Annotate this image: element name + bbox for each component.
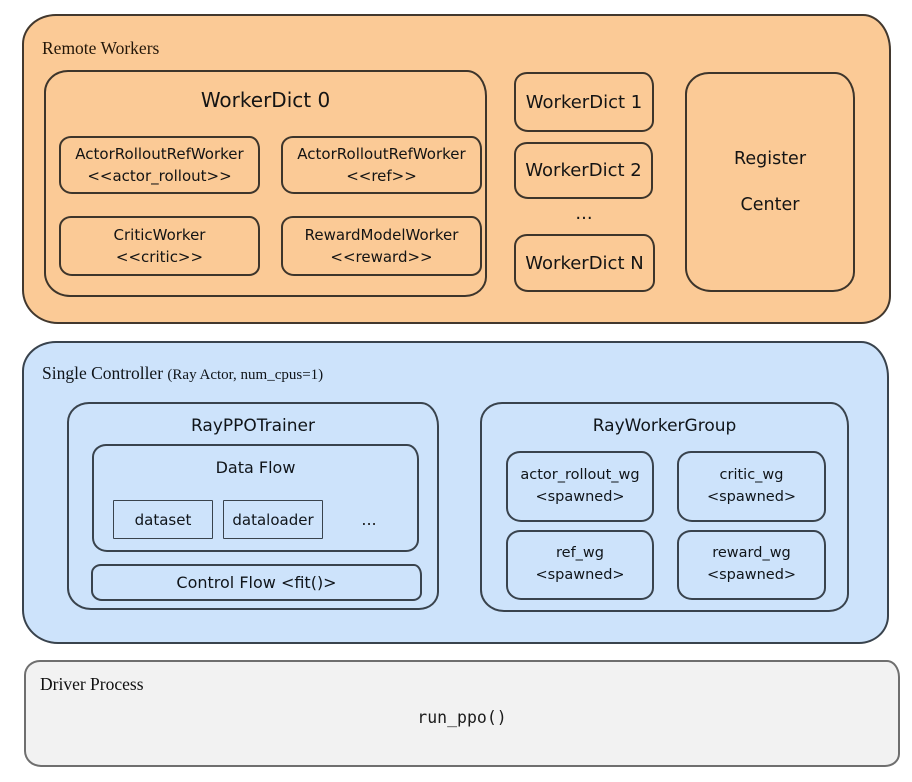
wg-name: critic_wg	[719, 466, 784, 483]
workerdict0-box: WorkerDict 0 ActorRolloutRefWorker <<act…	[44, 70, 487, 297]
worker-name: RewardModelWorker	[304, 225, 459, 244]
worker-critic: CriticWorker <<critic>>	[59, 216, 260, 276]
ray-worker-group-box: RayWorkerGroup actor_rollout_wg <spawned…	[480, 402, 849, 612]
single-controller-container: Single Controller (Ray Actor, num_cpus=1…	[22, 341, 889, 644]
reward-wg-box: reward_wg <spawned>	[677, 530, 826, 600]
worker-reward: RewardModelWorker <<reward>>	[281, 216, 482, 276]
workerdict-ellipsis: ...	[575, 202, 593, 224]
worker-ref: ActorRolloutRefWorker <<ref>>	[281, 136, 482, 194]
critic-wg-box: critic_wg <spawned>	[677, 451, 826, 522]
data-flow-box: Data Flow dataset dataloader ...	[92, 444, 419, 552]
wg-tag: <spawned>	[535, 488, 625, 505]
ray-ppo-trainer-title: RayPPOTrainer	[190, 416, 316, 436]
single-controller-title-main: Single Controller	[42, 363, 164, 383]
register-center-line1: Register	[733, 149, 807, 169]
worker-name: ActorRolloutRefWorker	[297, 144, 466, 163]
wg-name: reward_wg	[712, 545, 791, 562]
wg-tag: <spawned>	[706, 567, 797, 583]
remote-workers-container: Remote Workers WorkerDict 0 ActorRollout…	[22, 14, 891, 324]
wg-tag: <spawned>	[706, 488, 797, 505]
register-center-line2: Center	[740, 195, 800, 215]
control-flow-box: Control Flow <fit()>	[91, 564, 422, 601]
workerdict1-box: WorkerDict 1	[514, 72, 654, 132]
worker-stereotype: <<ref>>	[346, 167, 417, 185]
workerdictN-box: WorkerDict N	[514, 234, 655, 292]
wg-name: actor_rollout_wg	[520, 466, 640, 483]
ray-worker-group-title: RayWorkerGroup	[592, 416, 737, 436]
driver-process-title: Driver Process	[40, 674, 144, 694]
worker-actor-rollout: ActorRolloutRefWorker <<actor_rollout>>	[59, 136, 260, 194]
actor-rollout-wg-box: actor_rollout_wg <spawned>	[506, 451, 654, 522]
worker-stereotype: <<actor_rollout>>	[87, 167, 232, 185]
register-center-box: Register Center	[685, 72, 855, 292]
single-controller-title: Single Controller (Ray Actor, num_cpus=1…	[42, 363, 323, 384]
ray-ppo-trainer-box: RayPPOTrainer Data Flow dataset dataload…	[67, 402, 439, 610]
dataset-box: dataset	[113, 500, 213, 539]
worker-stereotype: <<critic>>	[115, 248, 204, 266]
run-ppo-label: run_ppo()	[417, 708, 507, 727]
worker-stereotype: <<reward>>	[330, 248, 433, 266]
worker-name: CriticWorker	[113, 225, 206, 244]
driver-process-container: Driver Process run_ppo()	[24, 660, 900, 767]
worker-name: ActorRolloutRefWorker	[75, 144, 244, 163]
dataloader-box: dataloader	[223, 500, 323, 539]
workerdict0-title: WorkerDict 0	[200, 88, 331, 112]
ref-wg-box: ref_wg <spawned>	[506, 530, 654, 600]
data-flow-title: Data Flow	[215, 458, 296, 477]
single-controller-subtitle: (Ray Actor, num_cpus=1)	[167, 367, 324, 383]
wg-name: ref_wg	[556, 545, 604, 562]
data-flow-ellipsis: ...	[361, 510, 377, 529]
workerdict2-box: WorkerDict 2	[514, 142, 653, 199]
wg-tag: <spawned>	[535, 567, 625, 583]
remote-workers-title: Remote Workers	[42, 38, 160, 58]
